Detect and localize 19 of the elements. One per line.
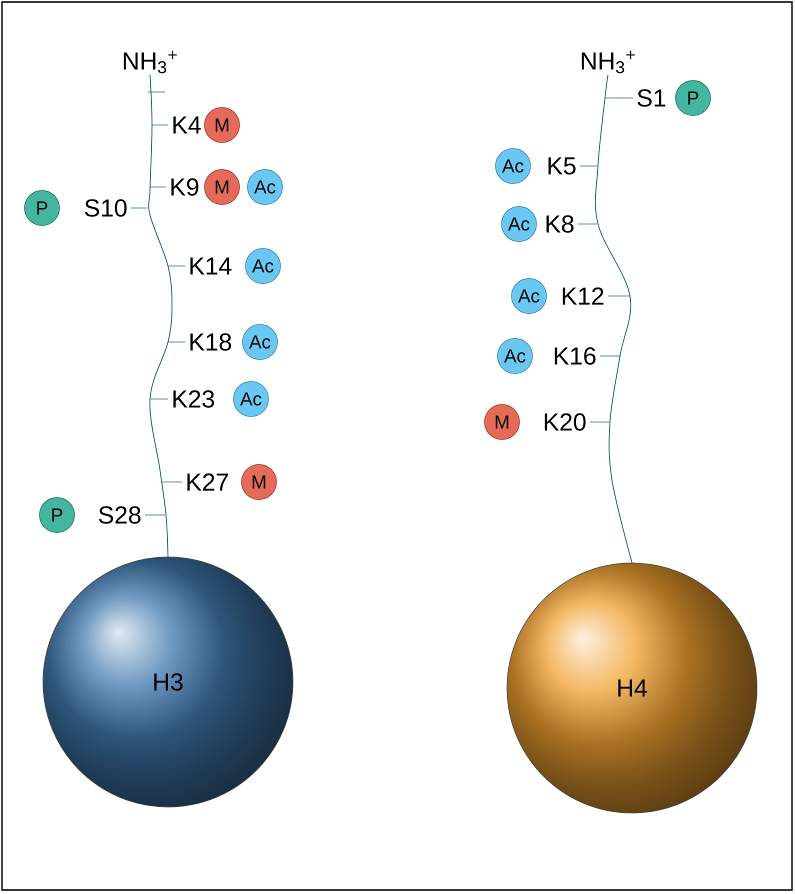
residue-label: K20 [544,413,586,431]
residue-label: K14 [190,258,232,274]
residue-label: S10 [84,199,127,217]
residue-label: K18 [190,333,232,351]
residue-label: K23 [173,390,214,408]
residue-label: K9 [171,178,198,196]
residue-label: S28 [98,506,140,524]
residue-label: K12 [562,287,604,305]
terminus-label: NH$_{3}$+ [582,50,635,74]
histone-sphere: H3 [42,556,294,808]
residue-label: K16 [554,347,596,365]
residue-label: K4 [173,116,201,134]
residue-label: K27 [187,473,228,491]
terminus-label: NH$_{3}$+ [124,50,177,74]
residue-label: K8 [546,215,574,233]
peptide-tail [148,74,172,558]
peptide-tail [594,74,632,564]
histone-sphere: H4 [506,562,758,814]
residue-label: K5 [548,157,576,175]
